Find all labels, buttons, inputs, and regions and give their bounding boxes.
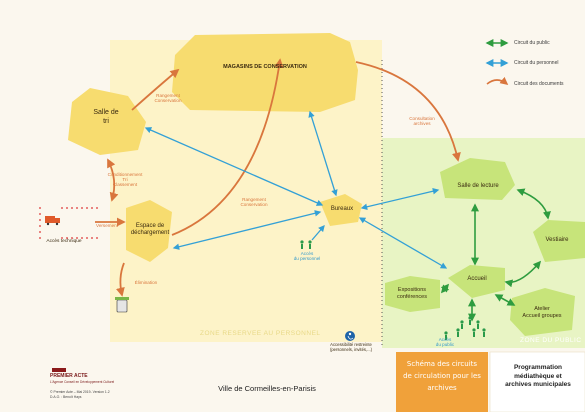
room-expositions: Expositions conférences bbox=[397, 287, 427, 300]
room-accueil: Accueil bbox=[467, 276, 487, 282]
programmation-box bbox=[489, 351, 585, 412]
legend-documents: Circuit des documents bbox=[514, 81, 564, 87]
access-dots bbox=[39, 207, 98, 239]
label-elimination: Élimination bbox=[134, 280, 158, 285]
room-vestiaire-shape bbox=[533, 220, 585, 262]
public-people-icon bbox=[444, 316, 486, 340]
staff-people-icon bbox=[300, 240, 312, 249]
room-dechargement: Espace de déchargement bbox=[130, 223, 170, 236]
schema-title: Schéma des circuits de circulation pour … bbox=[403, 360, 481, 392]
arrow-doc-tri-dechargement bbox=[107, 158, 119, 202]
arrow-doc-consultation bbox=[355, 61, 461, 162]
programmation-title: Programmation médiathèque et archives mu… bbox=[505, 364, 571, 388]
room-lecture: Salle de lecture bbox=[457, 183, 499, 189]
zone-public-label: ZONE DU PUBLIC bbox=[520, 337, 582, 344]
arrow-doc-elimination bbox=[115, 262, 125, 297]
room-bureaux: Bureaux bbox=[330, 206, 354, 212]
room-tri: Salle de tri bbox=[93, 109, 119, 125]
room-magasins-shape bbox=[172, 33, 358, 112]
legend-personnel: Circuit du personnel bbox=[514, 60, 559, 66]
schema-box bbox=[396, 352, 488, 412]
arrow-doc-tri-magasins bbox=[131, 68, 180, 111]
room-atelier: Atelier Accueil groupes bbox=[522, 306, 562, 319]
arrow-staff-dechargement-bureaux bbox=[172, 210, 322, 250]
label-consultation: Consultation archives bbox=[409, 116, 435, 127]
room-magasins: MAGASINS DE CONSERVATION bbox=[223, 64, 307, 70]
arrow-staff-bureaux-lecture bbox=[360, 188, 440, 210]
room-accueil-shape bbox=[448, 265, 505, 298]
room-expositions-shape bbox=[385, 276, 440, 312]
accessibility-icon bbox=[345, 331, 355, 341]
label-versement: Versement bbox=[96, 223, 118, 228]
room-lecture-shape bbox=[440, 158, 515, 200]
arrow-staff-acces bbox=[311, 225, 325, 241]
zone-reservee-label: ZONE RESERVEE AU PERSONNEL bbox=[200, 330, 321, 337]
label-conditionnement: Conditionnement Tri Classement bbox=[107, 172, 143, 188]
arrow-public-lecture-vestiaire bbox=[516, 188, 551, 220]
bin-icon bbox=[115, 297, 129, 313]
label-rangement-1: Rangement Conservation bbox=[154, 93, 182, 104]
logo-subtitle: L'Agence Conseil en Développement Cultur… bbox=[50, 380, 115, 384]
label-acces-technique: Accès technique bbox=[46, 239, 82, 244]
arrow-staff-tri-bureaux bbox=[144, 127, 324, 206]
ville-title: Ville de Cormeilles-en-Parisis bbox=[218, 384, 316, 393]
label-acces-personnel: Accès du personnel bbox=[293, 251, 321, 262]
logo-mark bbox=[52, 368, 66, 372]
label-rangement-2: Rangement Conservation bbox=[240, 197, 268, 208]
legend-swatch-documents bbox=[486, 76, 509, 85]
room-atelier-shape bbox=[510, 288, 575, 336]
room-bureaux-shape bbox=[320, 194, 362, 226]
credits: © Premier Acte – Mai 2019- Version 1.2 D… bbox=[50, 390, 110, 399]
arrow-public-accueil-expositions bbox=[440, 283, 450, 294]
legend-public: Circuit du public bbox=[514, 40, 550, 46]
arrow-staff-bureaux-accueil bbox=[358, 217, 448, 269]
label-accessibilite: Accessibilité restreinte (personnels, in… bbox=[329, 342, 373, 352]
arrow-staff-magasins-bureaux bbox=[308, 110, 338, 197]
room-vestiaire: Vestiaire bbox=[545, 237, 569, 243]
logo-title: PREMIER ACTE bbox=[50, 373, 88, 379]
truck-icon bbox=[45, 216, 60, 226]
arrow-public-vestiaire-accueil bbox=[504, 260, 542, 288]
label-acces-public: Accès du public bbox=[435, 337, 455, 348]
arrow-public-accueil-atelier bbox=[494, 294, 516, 306]
room-dechargement-shape bbox=[126, 200, 172, 262]
room-tri-shape bbox=[68, 88, 146, 155]
